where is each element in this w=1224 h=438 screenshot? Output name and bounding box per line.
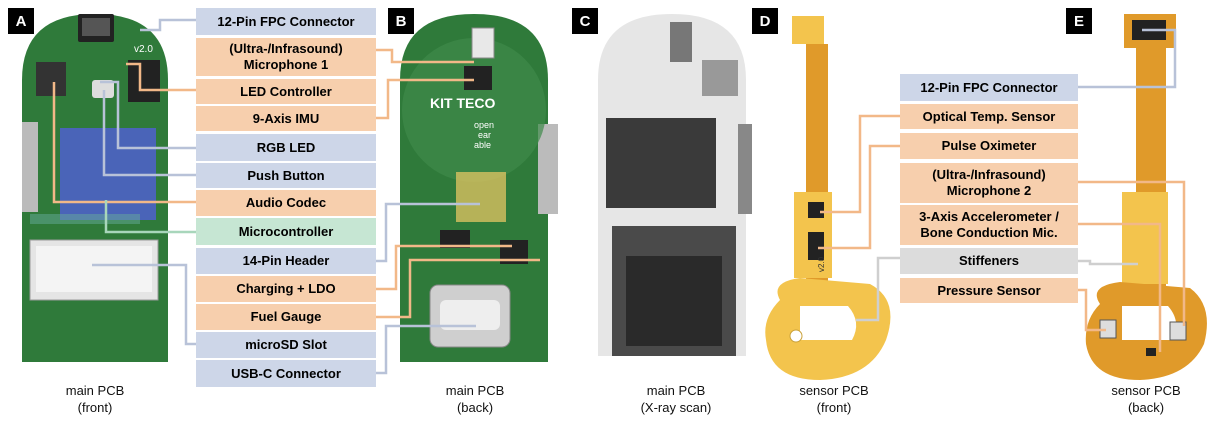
caption-b-line2: (back) xyxy=(456,400,494,415)
label-12pin-fpc-connector-sensor: 12-Pin FPC Connector xyxy=(900,74,1078,101)
pcb-version-text: v2.0 xyxy=(134,44,153,55)
caption-e-line2: (back) xyxy=(1127,400,1165,415)
label-push-button: Push Button xyxy=(196,163,376,188)
kit-logo-text: KIT TECO xyxy=(430,95,495,111)
label-accelerometer: 3-Axis Accelerometer / Bone Conduction M… xyxy=(900,205,1078,245)
label-stiffeners: Stiffeners xyxy=(900,248,1078,274)
openearable-logo-1: open xyxy=(474,120,494,130)
panel-letter-b: B xyxy=(388,8,414,34)
openearable-logo-2: ear xyxy=(478,130,491,140)
label-14pin-header: 14-Pin Header xyxy=(196,248,376,274)
label-pressure-sensor: Pressure Sensor xyxy=(900,278,1078,303)
caption-panel-b: main PCB (back) xyxy=(420,382,530,416)
caption-panel-e: sensor PCB (back) xyxy=(1086,382,1206,416)
label-usbc-connector: USB-C Connector xyxy=(196,360,376,387)
label-microphone-1-line2: Microphone 1 xyxy=(243,57,329,72)
openearable-logo-3: able xyxy=(474,140,491,150)
label-9-axis-imu: 9-Axis IMU xyxy=(196,106,376,131)
label-fuel-gauge: Fuel Gauge xyxy=(196,304,376,330)
label-12pin-fpc-connector: 12-Pin FPC Connector xyxy=(196,8,376,35)
panel-letter-d: D xyxy=(752,8,778,34)
label-audio-codec: Audio Codec xyxy=(196,190,376,216)
caption-panel-c: main PCB (X-ray scan) xyxy=(616,382,736,416)
leader-lines-blue xyxy=(92,18,1177,375)
sensor-version-text: v2.0 xyxy=(817,256,826,272)
panel-letter-e: E xyxy=(1066,8,1092,34)
leader-lines-green xyxy=(104,200,196,234)
main-pcb-front: v2.0 xyxy=(22,14,168,362)
label-rgb-led: RGB LED xyxy=(196,134,376,161)
label-microphone-1-line1: (Ultra-/Infrasound) xyxy=(229,41,343,56)
label-pulse-oximeter: Pulse Oximeter xyxy=(900,133,1078,159)
caption-d-line1: sensor PCB xyxy=(799,383,869,398)
sensor-pcb-back xyxy=(1085,14,1207,380)
label-charging-ldo: Charging + LDO xyxy=(196,276,376,302)
label-microphone-2-line1: (Ultra-/Infrasound) xyxy=(932,167,1046,182)
label-optical-temp-sensor: Optical Temp. Sensor xyxy=(900,104,1078,129)
label-microphone-2-line2: Microphone 2 xyxy=(946,183,1032,198)
caption-b-line1: main PCB xyxy=(445,383,505,398)
caption-a-line1: main PCB xyxy=(65,383,125,398)
sensor-pcb-front: v2.0 xyxy=(765,16,891,380)
label-led-controller: LED Controller xyxy=(196,79,376,104)
caption-c-line2: (X-ray scan) xyxy=(640,400,712,415)
label-accelerometer-line2: Bone Conduction Mic. xyxy=(920,225,1058,240)
panel-letter-a: A xyxy=(8,8,34,34)
panel-letter-c: C xyxy=(572,8,598,34)
caption-panel-d: sensor PCB (front) xyxy=(774,382,894,416)
label-microphone-1: (Ultra-/Infrasound) Microphone 1 xyxy=(196,38,376,76)
caption-c-line1: main PCB xyxy=(646,383,706,398)
main-pcb-xray xyxy=(598,14,752,356)
label-microcontroller: Microcontroller xyxy=(196,218,376,245)
caption-panel-a: main PCB (front) xyxy=(40,382,150,416)
label-accelerometer-line1: 3-Axis Accelerometer / xyxy=(919,209,1059,224)
label-microphone-2: (Ultra-/Infrasound) Microphone 2 xyxy=(900,163,1078,203)
caption-d-line2: (front) xyxy=(816,400,852,415)
caption-a-line2: (front) xyxy=(77,400,113,415)
leader-lines-peach xyxy=(52,48,1186,352)
main-pcb-back: KIT TECO open ear able xyxy=(400,14,558,362)
caption-e-line1: sensor PCB xyxy=(1111,383,1181,398)
label-microsd-slot: microSD Slot xyxy=(196,332,376,358)
